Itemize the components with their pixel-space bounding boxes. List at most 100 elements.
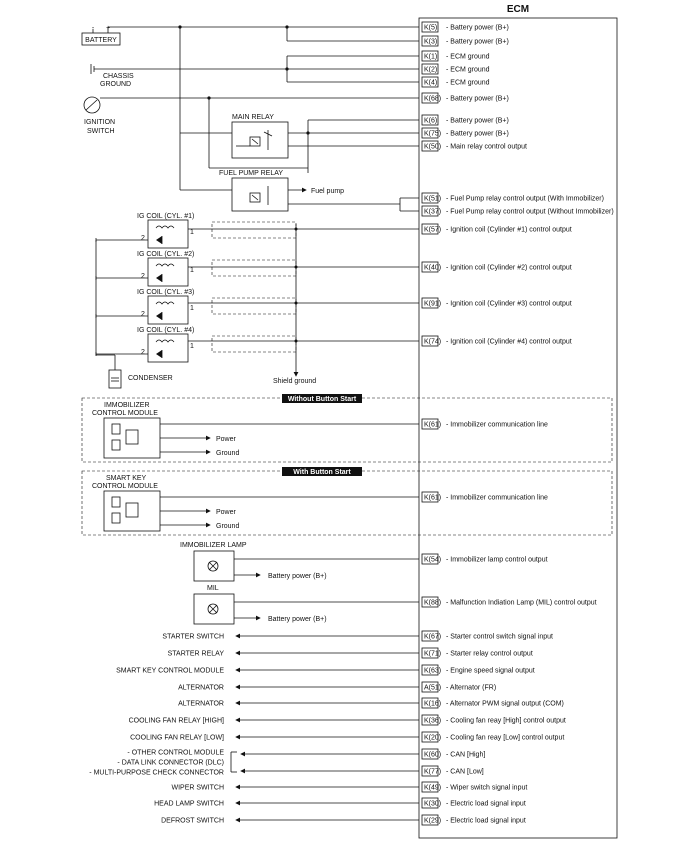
pin-id: K(61) (424, 422, 441, 429)
without-button-start-panel: Without Button Start IMMOBILIZER CONTROL… (81, 394, 613, 463)
with-button-start-banner: With Button Start (293, 469, 351, 476)
coil-pin-left: 2 (141, 235, 145, 242)
pin-connector (421, 63, 439, 75)
pin-connector (421, 664, 439, 676)
pin-connector (421, 21, 439, 33)
pin-description: - Cooling fan reay [High] control output (446, 718, 566, 725)
smart-key-ground-label: Ground (216, 523, 239, 530)
pin-connector (421, 553, 439, 565)
pin-description: - Battery power (B+) (446, 131, 509, 138)
smart-key-power-label: Power (216, 509, 237, 516)
pin-id: K(40) (424, 265, 441, 272)
pin-id: K(57) (424, 227, 441, 234)
immobilizer-lamp-battery-label: Battery power (B+) (268, 573, 327, 580)
output-label: ALTERNATOR (178, 701, 224, 708)
pin-description: - ECM ground (446, 80, 490, 87)
pin-description: - Immobilizer lamp control output (446, 557, 548, 564)
pin-id: K(29) (424, 818, 441, 825)
output-label: COOLING FAN RELAY [LOW] (130, 735, 224, 742)
ig-coil-label: IG COIL (CYL. #4) (137, 327, 194, 334)
pin-connector (421, 261, 439, 273)
pin-id: K(60) (424, 752, 441, 759)
ecm-pin-list: K(5)- Battery power (B+)K(3)- Battery po… (421, 21, 614, 826)
pin-description: - Battery power (B+) (446, 39, 509, 46)
pin-connector (421, 748, 439, 760)
coil-pin-right: 1 (190, 267, 194, 274)
pin-description: - Battery power (B+) (446, 25, 509, 32)
pin-description: - Immobilizer communication line (446, 422, 548, 429)
output-label: - DATA LINK CONNECTOR (DLC) (117, 760, 224, 767)
pin-connector (421, 114, 439, 126)
pin-id: K(1) (424, 54, 437, 61)
pin-description: - Fuel Pump relay control output (With I… (446, 196, 604, 203)
pin-id: K(77) (424, 769, 441, 776)
chassis-ground-label-2: GROUND (100, 81, 131, 88)
pin-connector (421, 35, 439, 47)
output-label: SMART KEY CONTROL MODULE (116, 668, 224, 675)
pin-connector (421, 714, 439, 726)
coil-pin-left: 2 (141, 349, 145, 356)
pin-description: - Main relay control output (446, 144, 527, 151)
mil-icon (207, 603, 219, 615)
pin-description: - CAN [High] (446, 752, 485, 759)
pin-id: K(61) (424, 495, 441, 502)
pin-id: K(67) (424, 634, 441, 641)
pin-description: - Battery power (B+) (446, 118, 509, 125)
pin-description: - Starter control switch signal input (446, 634, 553, 641)
ig-coil-2: IG COIL (CYL. #2)21 (95, 251, 419, 287)
pin-connector (421, 92, 439, 104)
pin-connector (421, 223, 439, 235)
pin-connector (421, 205, 439, 217)
coil-pin-right: 1 (190, 305, 194, 312)
pin-id: K(75) (424, 131, 441, 138)
mil-battery-label: Battery power (B+) (268, 616, 327, 623)
output-label: ALTERNATOR (178, 685, 224, 692)
pin-description: - CAN [Low] (446, 769, 484, 776)
output-label: STARTER SWITCH (162, 634, 224, 641)
pin-connector (421, 647, 439, 659)
pin-description: - Alternator PWM signal output (COM) (446, 701, 564, 708)
pin-description: - Cooling fan reay [Low] control output (446, 735, 564, 742)
ig-coil-3: IG COIL (CYL. #3)21 (95, 289, 419, 325)
pin-id: K(50) (424, 144, 441, 151)
pin-id: K(4) (424, 80, 437, 87)
pin-connector (421, 491, 439, 503)
ecm-box (418, 17, 618, 839)
pin-id: K(63) (424, 668, 441, 675)
pin-connector (421, 765, 439, 777)
pin-description: - Ignition coil (Cylinder #1) control ou… (446, 227, 572, 234)
pin-description: - Alternator (FR) (446, 685, 496, 692)
immobilizer-ground-label: Ground (216, 450, 239, 457)
pin-connector (421, 596, 439, 608)
pin-id: K(74) (424, 339, 441, 346)
pin-description: - ECM ground (446, 67, 490, 74)
pin-connector (421, 335, 439, 347)
ignition-switch-block: IGNITION SWITCH (83, 96, 419, 168)
pin-id: K(36) (424, 718, 441, 725)
pin-connector (421, 50, 439, 62)
ecm-title: ECM (507, 4, 529, 15)
output-label: - OTHER CONTROL MODULE (127, 750, 224, 757)
pin-description: - Electric load signal input (446, 801, 526, 808)
immobilizer-lamp-block: IMMOBILIZER LAMP Battery power (B+) (180, 542, 419, 582)
shield-ground-label: Shield ground (273, 378, 316, 385)
pin-connector (421, 814, 439, 826)
pin-description: - Fuel Pump relay control output (Withou… (446, 209, 614, 216)
pin-description: - Battery power (B+) (446, 96, 509, 103)
pin-connector (421, 192, 439, 204)
immobilizer-module-label-2: CONTROL MODULE (92, 410, 158, 417)
chassis-ground-label-1: CHASSIS (103, 73, 134, 80)
mil-label: MIL (207, 585, 219, 592)
output-label: STARTER RELAY (168, 651, 225, 658)
output-list: STARTER SWITCH STARTER RELAY SMART KEY CON… (89, 634, 419, 825)
chassis-ground-block: CHASSIS GROUND (90, 55, 419, 88)
output-label: HEAD LAMP SWITCH (154, 801, 224, 808)
pin-connector (421, 140, 439, 152)
ig-coil-icon (147, 219, 189, 249)
battery-block: BATTERY - + (81, 25, 419, 191)
pin-id: A(51) (424, 685, 441, 692)
pin-id: K(68) (424, 96, 441, 103)
battery-label: BATTERY (85, 37, 117, 44)
